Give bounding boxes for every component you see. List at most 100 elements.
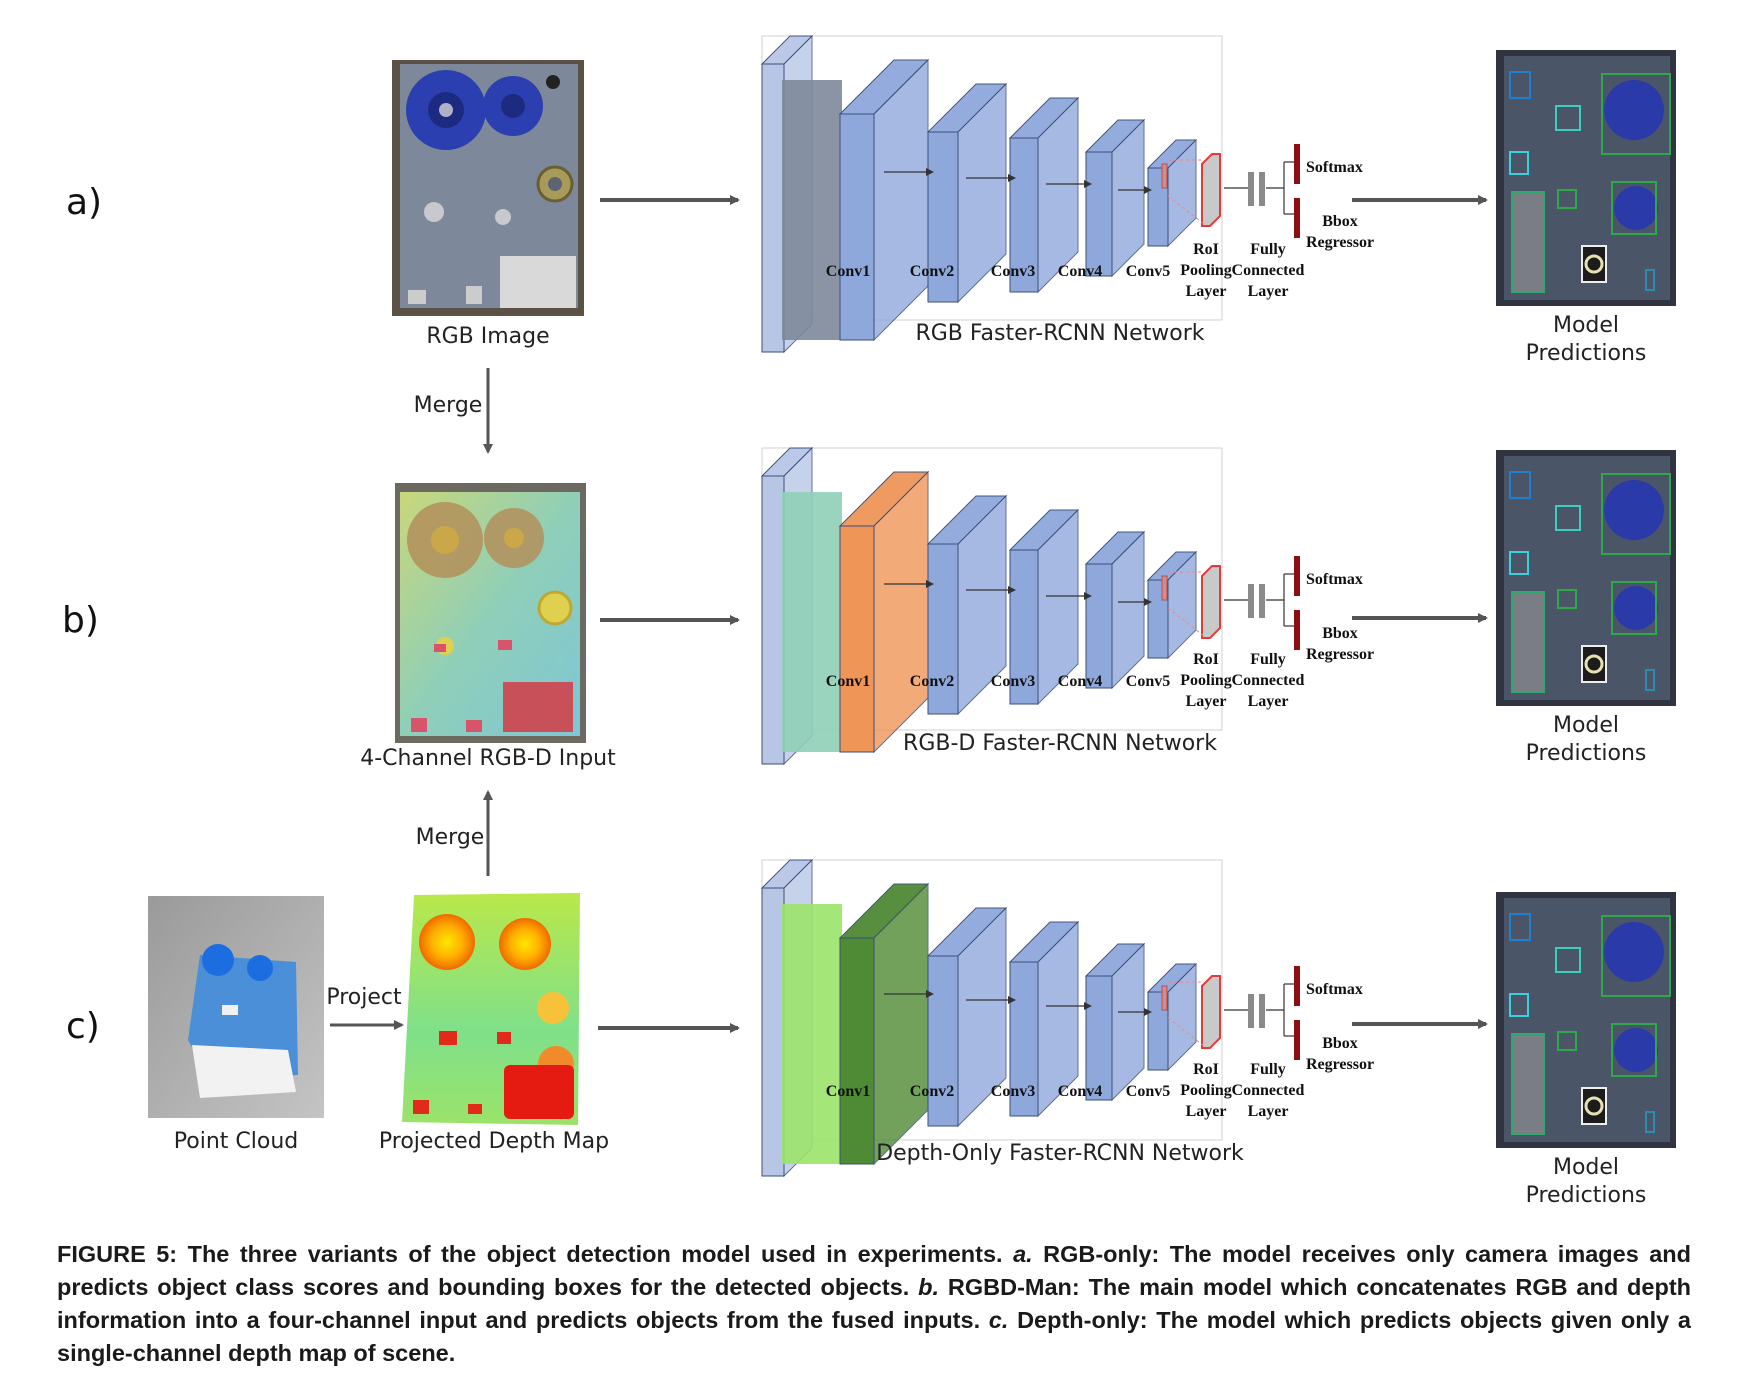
roi-feature [1161,985,1168,1011]
conv-layer-3 [1008,508,1080,706]
point-cloud-label: Point Cloud [174,1129,298,1154]
conv-label-2: Conv2 [910,1083,954,1100]
caption-a-text: RGB-only: The model receives only camera… [57,1241,1692,1300]
roi-pooling-box [1201,153,1221,227]
bbox-label: Regressor [1306,234,1374,251]
predictions-label: Model [1553,713,1619,738]
ring-object [1584,254,1604,274]
detection-box [1645,269,1655,291]
fc-label: Fully [1250,651,1286,668]
conv-label-5: Conv5 [1126,1083,1170,1100]
conv-layer-5 [1146,962,1198,1072]
bbox-label: Bbox [1322,1035,1358,1052]
point-cloud-image [148,896,324,1118]
caption-b-text: RGBD-Man: The main model which concatena… [57,1274,1692,1333]
detection-box [1509,471,1531,499]
roi-label: RoI [1193,651,1219,668]
network-name-3: Depth-Only Faster-RCNN Network [876,1141,1244,1166]
conv-label-1: Conv1 [826,1083,870,1100]
roi-feature [1161,163,1168,189]
rgb-image-label: RGB Image [426,324,549,349]
bbox-label: Regressor [1306,1056,1374,1073]
softmax-bar [1294,966,1300,1006]
conv-label-4: Conv4 [1058,263,1102,280]
roi-label: Pooling [1180,262,1232,279]
gear-small [1614,186,1658,230]
network-input-image [782,80,842,340]
conv-layer-2 [926,494,1008,716]
fc-bar-2 [1259,172,1265,206]
predictions-label: Predictions [1526,341,1647,366]
network-input-image [782,492,842,752]
figure-caption: FIGURE 5: The three variants of the obje… [57,1238,1691,1370]
merge-label-bottom: Merge [416,825,485,850]
fc-bar-1 [1248,584,1254,618]
detection-box [1557,1031,1577,1051]
roi-pooling-box [1201,975,1221,1049]
conv-label-2: Conv2 [910,673,954,690]
gear-large [1604,80,1664,140]
conv-label-3: Conv3 [991,673,1035,690]
roi-label: Pooling [1180,1082,1232,1099]
rgbd-input-image [395,483,586,743]
gear-large [1604,480,1664,540]
conv-label-4: Conv4 [1058,1083,1102,1100]
caption-a-tag: a. [1013,1241,1033,1267]
depth-map-label: Projected Depth Map [379,1129,609,1154]
detection-box [1509,151,1529,175]
fc-bar-2 [1259,584,1265,618]
roi-label: Layer [1186,1103,1227,1120]
caption-c-tag: c. [988,1307,1009,1333]
conv-label-3: Conv3 [991,1083,1035,1100]
detection-box [1557,589,1577,609]
detection-box [1601,73,1671,155]
ring-object [1584,654,1604,674]
detection-box [1511,191,1545,293]
detection-box [1557,189,1577,209]
softmax-bar [1294,144,1300,184]
softmax-label: Softmax [1306,981,1363,998]
fc-label: Fully [1250,241,1286,258]
detection-box [1611,181,1657,235]
fc-label: Layer [1248,283,1289,300]
roi-label: Pooling [1180,672,1232,689]
detection-box [1555,505,1581,531]
caption-figure: FIGURE 5: The three variants of the obje… [57,1241,1003,1267]
merge-label-top: Merge [414,393,483,418]
conv-layer-1 [838,58,930,342]
conv-label-3: Conv3 [991,263,1035,280]
detection-box [1509,71,1531,99]
gear-small [1614,586,1658,630]
detection-box [1555,947,1581,973]
detection-box [1645,1111,1655,1133]
conv-label-1: Conv1 [826,263,870,280]
caption-c-text: Depth-only: The model which predicts obj… [57,1307,1691,1366]
ring-object [1584,1096,1604,1116]
conv-label-5: Conv5 [1126,673,1170,690]
detection-box [1601,915,1671,997]
conv-layer-5 [1146,550,1198,660]
roi-projection-line [1167,195,1205,225]
detection-box [1511,1033,1545,1135]
conv-layer-3 [1008,920,1080,1118]
network-name-1: RGB Faster-RCNN Network [915,321,1204,346]
row-label-a: a) [66,182,102,223]
detection-box [1611,581,1657,635]
conv-layer-1 [838,470,930,754]
conv-layer-2 [926,82,1008,304]
predictions-label: Model [1553,313,1619,338]
conv-label-4: Conv4 [1058,673,1102,690]
softmax-bar [1294,556,1300,596]
conv-label-5: Conv5 [1126,263,1170,280]
roi-label: Layer [1186,283,1227,300]
fc-bar-2 [1259,994,1265,1028]
roi-label: RoI [1193,1061,1219,1078]
softmax-label: Softmax [1306,159,1363,176]
detection-box [1509,913,1531,941]
gear-small [1614,1028,1658,1072]
roi-label: Layer [1186,693,1227,710]
